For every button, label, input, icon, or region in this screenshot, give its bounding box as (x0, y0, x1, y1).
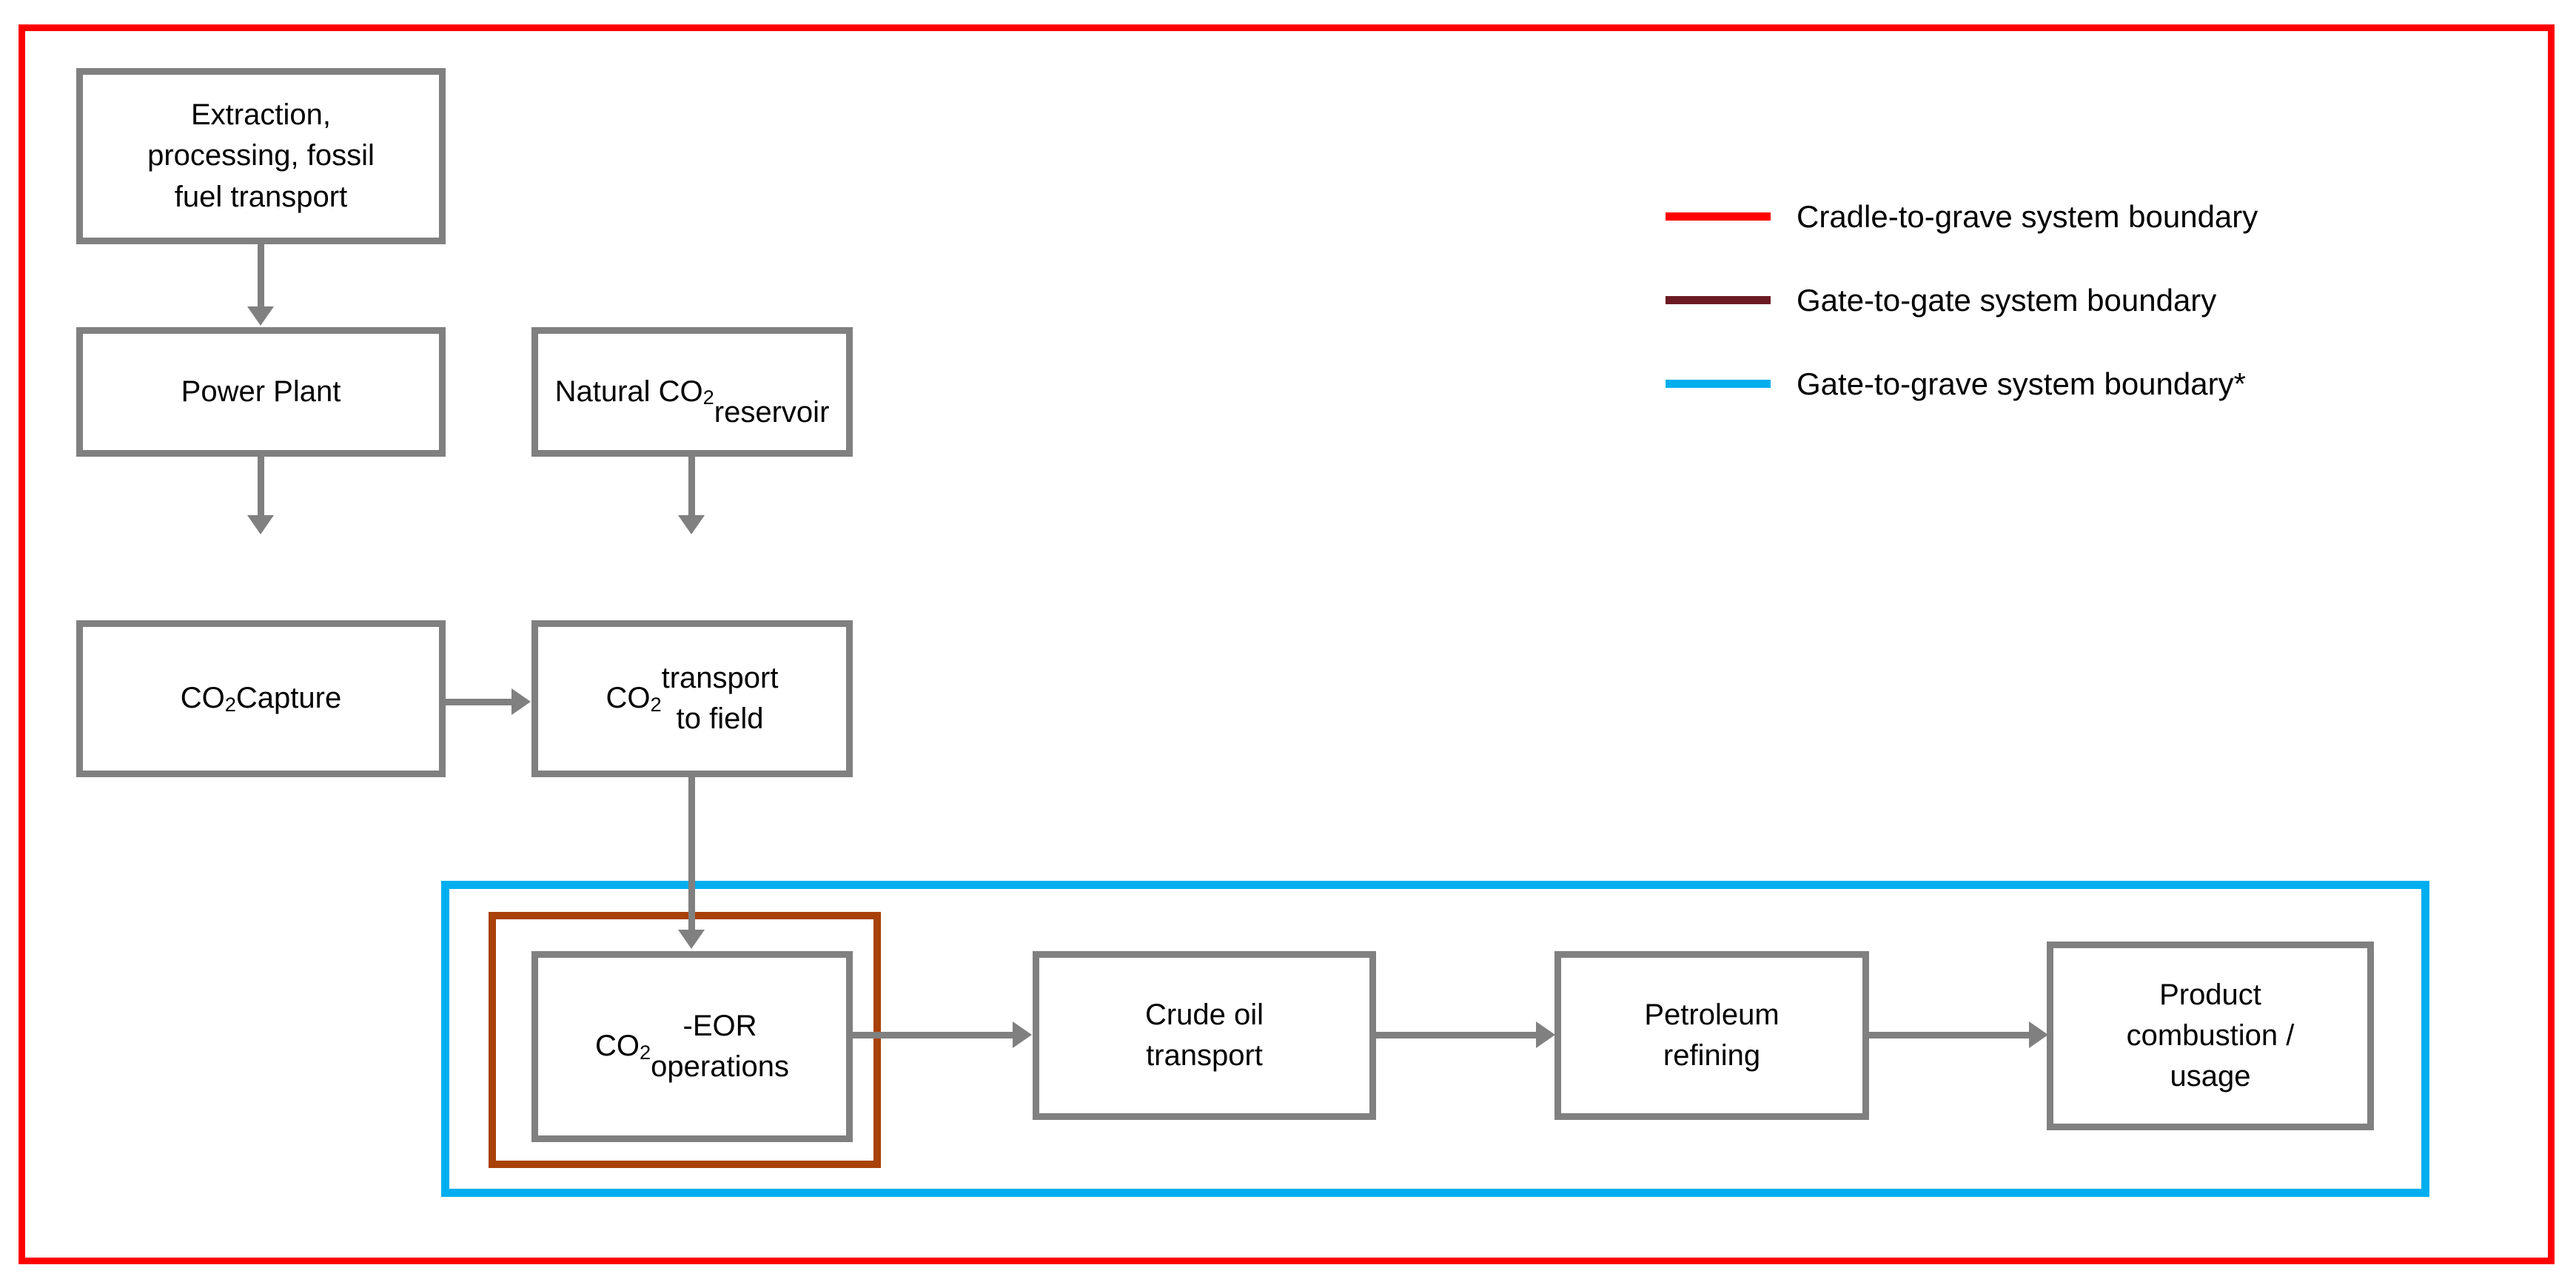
legend-swatch-cradle-to-grave (1666, 212, 1771, 221)
connector-co2-eor-to-crude-transport (850, 1032, 1014, 1038)
arrowhead-petroleum-refining-to-product-combustion (2029, 1021, 2048, 1048)
connector-power-plant-to-co2-capture (258, 455, 264, 517)
connector-co2-transport-to-co2-eor (688, 665, 695, 931)
arrowhead-power-plant-to-co2-capture (247, 515, 274, 534)
legend-swatch-gate-to-grave (1666, 380, 1771, 388)
gate-to-gate-boundary-frame (489, 912, 881, 1168)
legend-item-cradle-to-grave: Cradle-to-grave system boundary (1666, 175, 2524, 258)
legend-label-gate-to-grave: Gate-to-grave system boundary* (1797, 366, 2246, 401)
arrowhead-reservoir-to-co2-transport (678, 515, 705, 534)
legend-label-cradle-to-grave: Cradle-to-grave system boundary (1797, 198, 2258, 234)
connector-co2-capture-to-co2-transport (442, 699, 513, 705)
connector-reservoir-to-co2-transport (688, 455, 695, 517)
arrowhead-extraction-to-power-plant (247, 306, 274, 326)
connector-extraction-to-power-plant (258, 244, 264, 308)
gate-to-grave-boundary-frame (441, 881, 2429, 1197)
legend-item-gate-to-gate: Gate-to-gate system boundary (1666, 258, 2524, 342)
cradle-to-grave-boundary-frame (19, 24, 2555, 1264)
legend: Cradle-to-grave system boundary Gate-to-… (1666, 175, 2524, 426)
legend-label-gate-to-gate: Gate-to-gate system boundary (1797, 282, 2217, 318)
legend-item-gate-to-grave: Gate-to-grave system boundary* (1666, 342, 2524, 426)
node-power-plant[interactable]: Power Plant (76, 327, 446, 457)
connector-crude-transport-to-petroleum-refining (1373, 1032, 1537, 1038)
arrowhead-co2-capture-to-co2-transport (511, 688, 531, 715)
legend-swatch-gate-to-gate (1666, 296, 1771, 304)
arrowhead-co2-eor-to-crude-transport (1013, 1021, 1032, 1048)
connector-petroleum-refining-to-product-combustion (1866, 1032, 2030, 1038)
arrowhead-crude-transport-to-petroleum-refining (1536, 1021, 1555, 1048)
arrowhead-co2-transport-to-co2-eor (678, 930, 705, 949)
